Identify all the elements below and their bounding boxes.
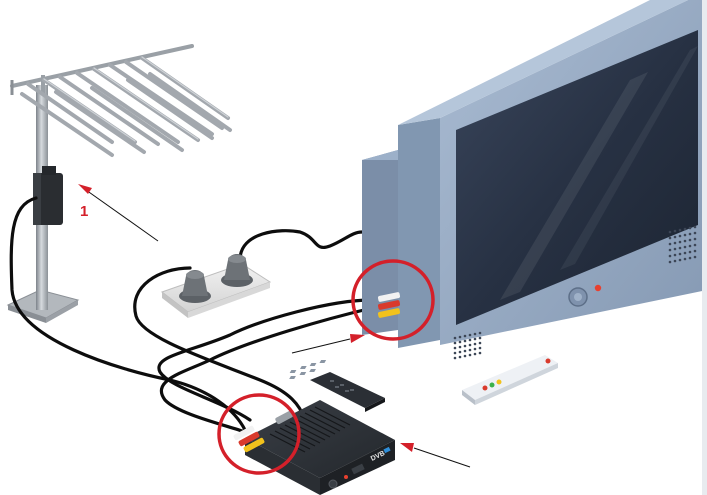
annotations: 1 — [78, 184, 471, 475]
arrow-icon — [78, 184, 159, 242]
highlight-circle-tv-inputs — [351, 259, 435, 341]
speaker-grille-right — [668, 225, 697, 264]
right-edge-strip — [702, 0, 707, 495]
receiver-remote-icon — [310, 372, 385, 412]
speaker-grille-left — [453, 331, 482, 360]
cables — [9, 196, 374, 434]
arrow-icon — [291, 334, 365, 354]
highlight-circle-receiver — [217, 393, 301, 475]
amplifier-icon — [33, 166, 63, 225]
rca-plug-icon — [377, 292, 401, 318]
tv-power-led — [594, 284, 602, 292]
rca-plug-receiver-icon — [233, 410, 294, 453]
arrow-icon — [400, 443, 471, 468]
power-outlet-icon — [160, 254, 272, 318]
receiver-power-button — [328, 479, 338, 489]
antenna-icon — [6, 44, 232, 323]
set-top-box-icon: DVB — [245, 400, 395, 495]
tv-icon — [362, 0, 707, 360]
remote-control-icon — [289, 355, 558, 405]
callout-number-1: 1 — [80, 203, 88, 220]
